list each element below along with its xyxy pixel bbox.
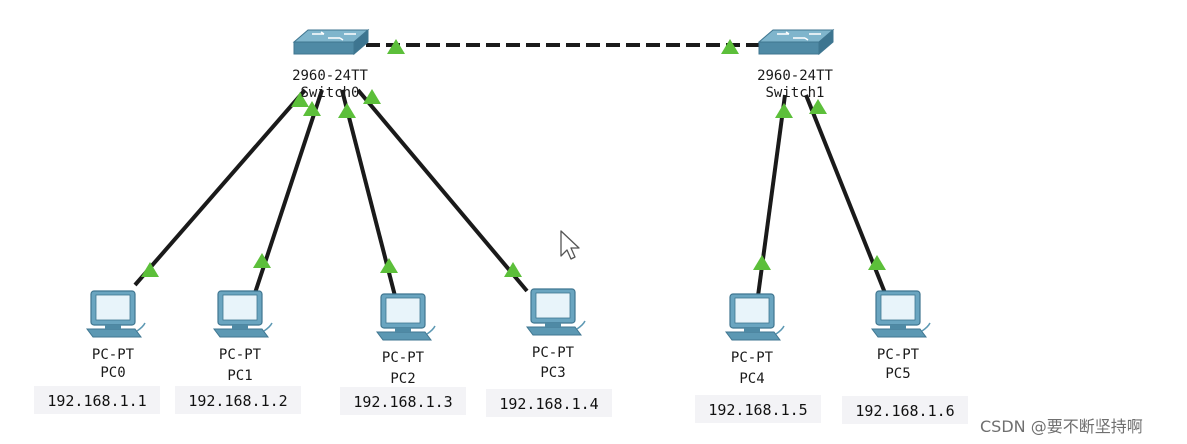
ip-note-box[interactable]: [695, 395, 821, 423]
link-up-indicator-icon: [291, 92, 309, 107]
pc-name-label: PC3: [540, 365, 565, 381]
ip-address-label: 192.168.1.1: [47, 392, 146, 410]
ip-address-label: 192.168.1.6: [855, 402, 954, 420]
device-pc2[interactable]: [376, 293, 436, 341]
device-pc4[interactable]: [725, 293, 785, 341]
pc-name-label: PC1: [227, 368, 252, 384]
switch-model-label: 2960-24TT: [292, 68, 368, 84]
ip-address-label: 192.168.1.5: [708, 401, 807, 419]
ip-note-box[interactable]: [175, 386, 301, 414]
link-up-indicator-icon: [303, 101, 321, 116]
pc-icon: [213, 290, 273, 338]
link-switch0-pc3[interactable]: [356, 88, 529, 293]
pc-model-label: PC-PT: [877, 347, 920, 363]
ip-note-box[interactable]: [842, 396, 968, 424]
link-up-indicator-icon: [504, 262, 522, 277]
link-switch1-pc5[interactable]: [804, 94, 887, 294]
switch-name-label: Switch0: [300, 85, 359, 101]
pc-icon: [871, 290, 931, 338]
mouse-pointer-icon: [560, 230, 580, 260]
pc-model-label: PC-PT: [92, 347, 135, 363]
pc-model-label: PC-PT: [382, 350, 425, 366]
pc-icon: [376, 293, 436, 341]
link-up-indicator-icon: [721, 39, 739, 54]
pc-name-label: PC5: [885, 366, 910, 382]
pc-icon: [725, 293, 785, 341]
watermark-text: CSDN @要不断坚持啊: [980, 417, 1143, 436]
pc-name-label: PC4: [739, 371, 764, 387]
link-up-indicator-icon: [809, 99, 827, 114]
device-pc5[interactable]: [871, 290, 931, 338]
ip-note-box[interactable]: [340, 387, 466, 415]
link-up-indicator-icon: [253, 253, 271, 268]
link-up-indicator-icon: [868, 255, 886, 270]
link-switch0-pc0[interactable]: [133, 88, 307, 287]
device-switch0[interactable]: [292, 28, 370, 56]
link-up-indicator-icon: [380, 258, 398, 273]
link-up-indicator-icon: [338, 103, 356, 118]
switch-model-label: 2960-24TT: [757, 68, 833, 84]
switch-icon: [757, 28, 835, 56]
pc-name-label: PC2: [390, 371, 415, 387]
switch-name-label: Switch1: [765, 85, 824, 101]
ip-address-label: 192.168.1.2: [188, 392, 287, 410]
ip-address-label: 192.168.1.3: [353, 393, 452, 411]
cursor-layer: [560, 230, 580, 260]
ip-note-box[interactable]: [34, 386, 160, 414]
device-switch1[interactable]: [757, 28, 835, 56]
link-up-indicator-icon: [775, 103, 793, 118]
pc-name-label: PC0: [100, 365, 125, 381]
link-up-indicator-icon: [387, 39, 405, 54]
device-pc0[interactable]: [86, 290, 146, 338]
pc-model-label: PC-PT: [532, 345, 575, 361]
labels-layer: 2960-24TTSwitch02960-24TTSwitch1PC-PTPC0…: [34, 68, 968, 424]
switch-icon: [292, 28, 370, 56]
devices-layer: [86, 28, 931, 341]
link-status-layer: [141, 39, 886, 277]
ip-address-label: 192.168.1.4: [499, 395, 598, 413]
link-switch0-pc2[interactable]: [340, 89, 397, 297]
pc-icon: [526, 288, 586, 336]
device-pc3[interactable]: [526, 288, 586, 336]
link-up-indicator-icon: [363, 89, 381, 104]
ip-note-box[interactable]: [486, 389, 612, 417]
pc-model-label: PC-PT: [219, 347, 262, 363]
link-switch0-pc1[interactable]: [253, 89, 324, 294]
device-pc1[interactable]: [213, 290, 273, 338]
pc-model-label: PC-PT: [731, 350, 774, 366]
link-up-indicator-icon: [753, 255, 771, 270]
link-up-indicator-icon: [141, 262, 159, 277]
pc-icon: [86, 290, 146, 338]
